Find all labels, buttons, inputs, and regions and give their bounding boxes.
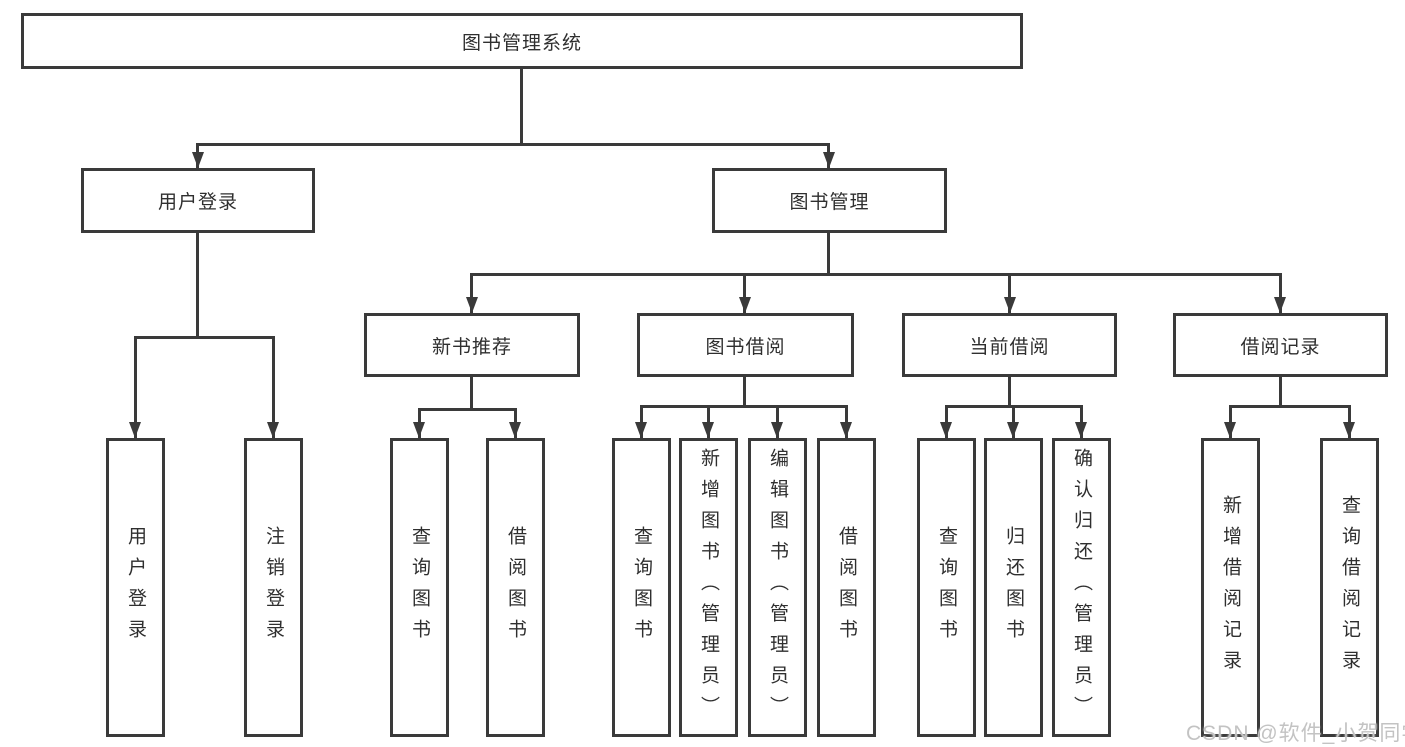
arrow-down-icon — [466, 297, 478, 313]
node-user-login-label: 用户登录 — [157, 192, 238, 213]
arrow-down-icon — [192, 152, 204, 168]
node-borrowing-records: 借阅记录 — [1173, 313, 1388, 377]
leaf-label: 用户登录 — [125, 525, 146, 650]
arrow-down-icon — [267, 422, 279, 438]
node-book-management-label: 图书管理 — [789, 192, 870, 213]
connector-vline — [945, 405, 948, 438]
leaf-borrow-books-borrowing: 借阅图书 — [817, 438, 876, 737]
leaf-label: 归还图书 — [1003, 525, 1024, 650]
connector-hline — [1229, 405, 1351, 408]
leaf-query-books-recommend: 查询图书 — [390, 438, 449, 737]
leaf-edit-books-admin: 编辑图书（管理员） — [748, 438, 807, 737]
connector-vline — [743, 273, 746, 313]
arrow-down-icon — [413, 422, 425, 438]
connector-vline — [845, 405, 848, 438]
leaf-label: 借阅图书 — [505, 525, 526, 650]
arrow-down-icon — [1343, 422, 1355, 438]
connector-vline — [272, 336, 275, 438]
leaf-label: 借阅图书 — [836, 525, 857, 650]
leaf-borrow-books-recommend: 借阅图书 — [486, 438, 545, 737]
connector-hline — [196, 143, 830, 146]
node-borrowing-records-label: 借阅记录 — [1240, 336, 1321, 358]
leaf-label: 新增图书（管理员） — [698, 448, 719, 727]
leaf-label: 编辑图书（管理员） — [767, 448, 788, 727]
leaf-label: 查询图书 — [409, 525, 430, 650]
arrow-down-icon — [702, 422, 714, 438]
csdn-watermark: CSDN @软件_小贺同学 — [1186, 722, 1405, 745]
connector-vline — [196, 233, 199, 336]
arrow-down-icon — [1224, 422, 1236, 438]
leaf-label: 查询借阅记录 — [1339, 494, 1360, 681]
connector-vline — [1229, 405, 1232, 438]
connector-vline — [1279, 273, 1282, 313]
arrow-down-icon — [823, 152, 835, 168]
arrow-down-icon — [509, 422, 521, 438]
arrow-down-icon — [771, 422, 783, 438]
leaf-confirm-return-admin: 确认归还（管理员） — [1052, 438, 1111, 737]
connector-vline — [1080, 405, 1083, 438]
node-book-borrowing: 图书借阅 — [637, 313, 854, 377]
connector-hline — [418, 408, 517, 411]
node-current-borrowing-label: 当前借阅 — [969, 336, 1050, 358]
arrow-down-icon — [940, 422, 952, 438]
node-root: 图书管理系统 — [21, 13, 1023, 69]
leaf-label: 确认归还（管理员） — [1071, 448, 1092, 727]
node-user-login: 用户登录 — [81, 168, 315, 233]
connector-vline — [134, 336, 137, 438]
connector-vline — [827, 233, 830, 273]
connector-vline — [1008, 377, 1011, 405]
connector-hline — [134, 336, 275, 339]
arrow-down-icon — [635, 422, 647, 438]
arrow-down-icon — [739, 297, 751, 313]
node-current-borrowing: 当前借阅 — [902, 313, 1117, 377]
connector-vline — [1279, 377, 1282, 405]
connector-vline — [520, 69, 523, 143]
leaf-query-borrow-record: 查询借阅记录 — [1320, 438, 1379, 737]
connector-vline — [1012, 405, 1015, 438]
leaf-query-books-borrowing: 查询图书 — [612, 438, 671, 737]
connector-vline — [707, 405, 710, 438]
connector-vline — [776, 405, 779, 438]
node-book-management: 图书管理 — [712, 168, 947, 233]
leaf-return-books: 归还图书 — [984, 438, 1043, 737]
node-root-label: 图书管理系统 — [461, 32, 582, 54]
leaf-add-borrow-record: 新增借阅记录 — [1201, 438, 1260, 737]
arrow-down-icon — [840, 422, 852, 438]
leaf-query-books-current: 查询图书 — [917, 438, 976, 737]
arrow-down-icon — [1007, 422, 1019, 438]
connector-vline — [1008, 273, 1011, 313]
leaf-logout-action: 注销登录 — [244, 438, 303, 737]
connector-vline — [470, 273, 473, 313]
node-new-book-recommend: 新书推荐 — [364, 313, 580, 377]
connector-vline — [743, 377, 746, 405]
arrow-down-icon — [1274, 297, 1286, 313]
leaf-user-login-action: 用户登录 — [106, 438, 165, 737]
arrow-down-icon — [129, 422, 141, 438]
connector-hline — [640, 405, 848, 408]
node-new-book-recommend-label: 新书推荐 — [431, 336, 512, 358]
arrow-down-icon — [1075, 422, 1087, 438]
leaf-label: 新增借阅记录 — [1220, 494, 1241, 681]
arrow-down-icon — [1004, 297, 1016, 313]
node-book-borrowing-label: 图书借阅 — [705, 336, 786, 358]
leaf-label: 查询图书 — [631, 525, 652, 650]
connector-vline — [640, 405, 643, 438]
connector-vline — [470, 377, 473, 408]
connector-vline — [1348, 405, 1351, 438]
leaf-label: 注销登录 — [263, 525, 284, 650]
connector-hline — [470, 273, 1282, 276]
leaf-label: 查询图书 — [936, 525, 957, 650]
leaf-add-books-admin: 新增图书（管理员） — [679, 438, 738, 737]
